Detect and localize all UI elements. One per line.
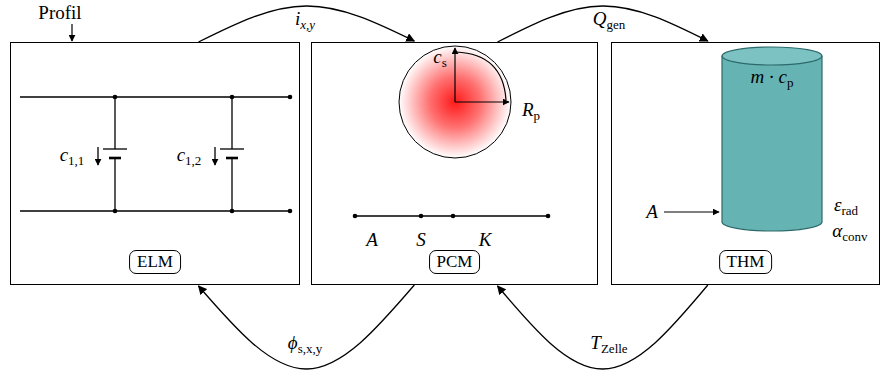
- model-label: PCM: [429, 250, 481, 274]
- symbol-label: cs: [433, 46, 447, 74]
- signal-arrow: [498, 6, 708, 42]
- particle: [399, 46, 511, 158]
- signal-arrow: [498, 285, 708, 369]
- signal-label: TZelle: [590, 332, 627, 360]
- symbol-label: c1,2: [177, 144, 202, 172]
- model-label: ELM: [129, 250, 181, 274]
- model-box: ELM: [10, 42, 300, 285]
- particle-axes: [455, 48, 509, 102]
- symbol-label: K: [479, 229, 492, 251]
- symbol-label: S: [416, 229, 426, 251]
- symbol-label: A: [646, 201, 658, 223]
- symbol-label: m · cp: [751, 66, 794, 94]
- symbol-label: A: [366, 229, 378, 251]
- electrode-line: [353, 214, 551, 219]
- symbol-label: Profil: [38, 2, 81, 24]
- signal-label: ix,y: [295, 8, 315, 36]
- symbol-label: Rp: [522, 99, 540, 127]
- area-arrow: [664, 211, 719, 212]
- signal-arrow: [199, 6, 415, 42]
- signal-label: ϕs,x,y: [288, 332, 322, 360]
- model-label: THM: [719, 250, 773, 274]
- model-box: THM: [611, 42, 880, 285]
- input-arrow: [71, 24, 72, 41]
- signal-arrow: [199, 285, 415, 369]
- signal-label: Qgen: [593, 8, 626, 36]
- symbol-label: αconv: [832, 220, 867, 248]
- symbol-label: c1,1: [60, 144, 85, 172]
- cell-cylinder: [722, 47, 822, 231]
- symbol-label: εrad: [834, 194, 858, 222]
- equivalent-circuit: [20, 97, 290, 211]
- junction-dots: [113, 95, 293, 214]
- model-box: PCM: [311, 42, 598, 285]
